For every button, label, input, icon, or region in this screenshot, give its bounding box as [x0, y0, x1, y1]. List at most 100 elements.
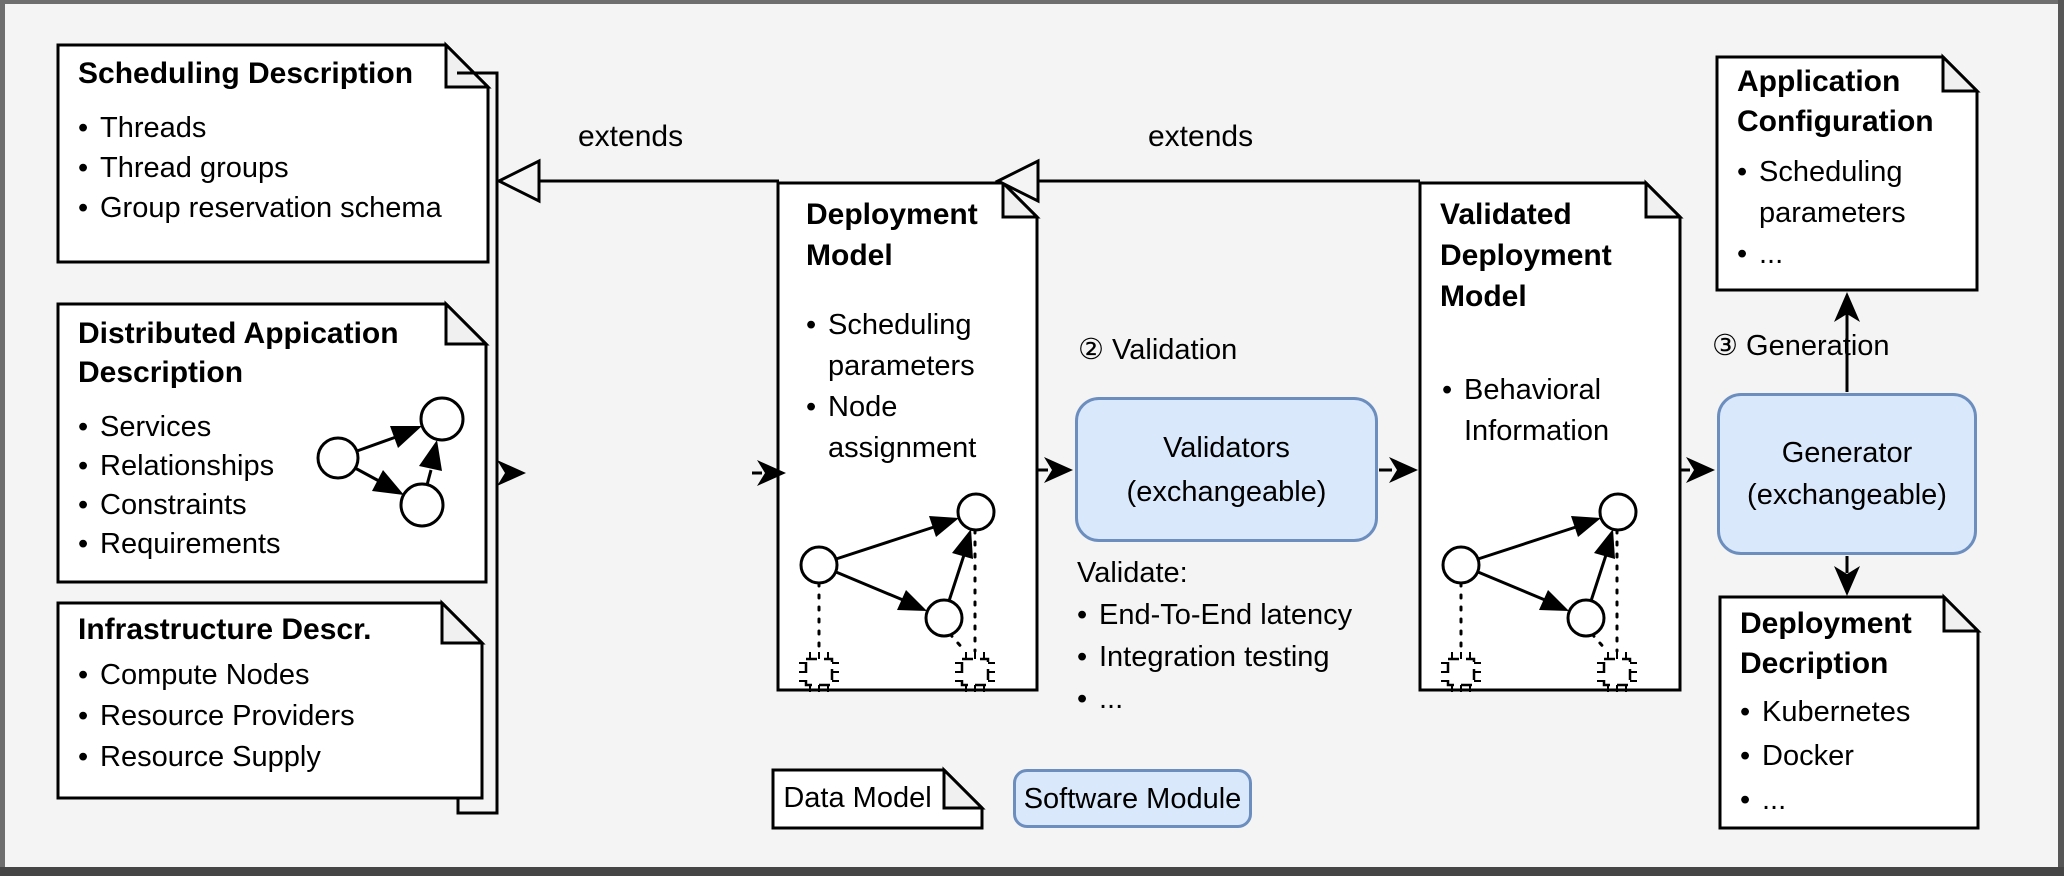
list-item-text: Compute Nodes — [100, 659, 310, 691]
deployment-description-doc-shape — [1718, 593, 1982, 830]
list-item-text: Threads — [100, 112, 207, 144]
generator-module-label: Generator (exchangeable) — [1747, 437, 1947, 511]
list-item-text: End-To-End latency — [1099, 599, 1353, 631]
infrastructure-doc-shape — [56, 599, 486, 800]
validated-deployment-model-doc-shape — [1418, 179, 1684, 692]
infrastructure-doc-list: •Compute Nodes •Resource Providers •Reso… — [76, 655, 466, 778]
list-item-text: Integration testing — [1099, 641, 1330, 673]
bullet: • — [806, 391, 817, 423]
flow-arrow-validated-to-generator — [1681, 457, 1715, 483]
validators-module: Validators (exchangeable) — [1075, 397, 1378, 542]
bullet: • — [78, 489, 89, 521]
list-item: • Behavioral Information — [1440, 370, 1645, 452]
list-item: •End-To-End latency — [1075, 594, 1405, 636]
validated-deployment-model-doc-list: • Behavioral Information — [1440, 370, 1645, 452]
service-node-icon — [316, 436, 360, 480]
list-item: •Requirements — [76, 525, 396, 564]
bullet: • — [78, 112, 89, 144]
distributed-application-doc-shape — [56, 300, 490, 584]
list-item-text: ... — [1762, 784, 1787, 816]
bullet: • — [1740, 740, 1751, 772]
list-item-text: Scheduling parameters — [1759, 156, 1906, 229]
window-border-right — [2058, 0, 2064, 876]
list-item: • Integration testing — [1075, 636, 1405, 678]
list-item-text: Relationships — [100, 450, 275, 482]
service-node-icon — [1598, 492, 1638, 532]
flow-arrow-generator-to-app-config — [1834, 292, 1860, 392]
bullet: • — [78, 528, 89, 560]
bullet: • — [1077, 683, 1088, 715]
list-item-text: Services — [100, 411, 212, 443]
application-configuration-doc-shape — [1715, 53, 1981, 292]
list-item-text: ... — [1099, 683, 1124, 715]
service-node-icon — [924, 598, 964, 638]
service-graph — [316, 396, 465, 528]
validated-deployment-graph — [1439, 492, 1639, 694]
legend-software-module: Software Module — [1013, 769, 1252, 828]
list-item-text: Docker — [1762, 740, 1854, 772]
list-item: •Scheduling parameters — [804, 305, 1009, 387]
infrastructure-doc-title: Infrastructure Descr. — [78, 613, 372, 646]
flow-arrow-generator-to-deploy-descr — [1834, 556, 1860, 596]
flow-arrow-into-deployment-model — [752, 460, 786, 486]
validation-step-label: ② Validation — [1078, 334, 1238, 366]
legend-data-model-label: Data Model — [783, 781, 932, 814]
service-node-icon — [799, 545, 839, 585]
bullet: • — [1077, 641, 1088, 673]
extends-arrow-right — [994, 158, 1420, 204]
service-node-icon — [1441, 545, 1481, 585]
generator-module: Generator (exchangeable) — [1717, 393, 1977, 555]
bullet: • — [78, 152, 89, 184]
deployment-description-doc-list: •Kubernetes • Docker •... — [1738, 690, 1948, 822]
list-item: •Kubernetes — [1738, 690, 1948, 734]
list-item-text: Constraints — [100, 489, 247, 521]
arrowhead-icon — [757, 460, 786, 486]
window-border-left — [0, 0, 5, 876]
list-item: •Relationships — [76, 447, 396, 486]
list-item: •Services — [76, 408, 396, 447]
service-node-icon — [1566, 598, 1606, 638]
bullet: • — [1740, 784, 1751, 816]
arrowhead-icon — [1834, 292, 1860, 322]
list-item-text: Kubernetes — [1762, 696, 1911, 728]
list-item: •Thread groups — [76, 148, 476, 188]
legend-data-model-shape — [771, 766, 986, 830]
service-node-icon — [399, 482, 445, 528]
flow-arrow-validators-to-validated — [1379, 457, 1418, 483]
arrowhead-icon — [1389, 457, 1418, 483]
bullet: • — [78, 741, 89, 773]
list-item-text: Resource Supply — [100, 741, 321, 773]
list-item-text: Behavioral Information — [1464, 374, 1610, 447]
service-node-icon — [419, 396, 465, 442]
arrowhead-icon — [1834, 566, 1860, 596]
validated-deployment-model-doc-title: Validated Deployment Model — [1440, 198, 1612, 313]
list-item: •... — [1075, 678, 1405, 720]
extends-label-right: extends — [1148, 120, 1254, 153]
bullet: • — [806, 309, 817, 341]
validate-note-heading: Validate: — [1077, 557, 1188, 589]
list-item: •Group reservation schema — [76, 188, 476, 228]
list-item: • Scheduling parameters — [1735, 152, 1935, 234]
window-border-bottom — [0, 867, 2064, 876]
list-item: •Node assignment — [804, 387, 1009, 469]
generation-step-label: ③ Generation — [1712, 330, 1890, 362]
bullet: • — [1737, 238, 1748, 270]
list-item: • Threads — [76, 108, 476, 148]
scheduling-doc-title: Scheduling Description — [78, 57, 414, 90]
hollow-triangle-icon — [495, 158, 541, 204]
list-item-text: ... — [1759, 238, 1784, 270]
arrowhead-icon — [1686, 457, 1715, 483]
scheduling-doc-shape — [56, 41, 492, 264]
deployment-model-doc-list: •Scheduling parameters •Node assignment — [804, 305, 1009, 469]
application-configuration-doc-list: • Scheduling parameters •... — [1735, 152, 1935, 275]
service-node-icon — [956, 492, 996, 532]
merge-connector — [456, 71, 526, 815]
window-border-top — [0, 0, 2064, 4]
deployment-model-doc-title: Deployment Model — [806, 198, 978, 272]
bullet: • — [78, 700, 89, 732]
bullet: • — [1737, 156, 1748, 188]
flow-arrow-deployment-to-validators — [1038, 457, 1073, 483]
bullet: • — [1442, 374, 1453, 406]
list-item: •Compute Nodes — [76, 655, 466, 696]
